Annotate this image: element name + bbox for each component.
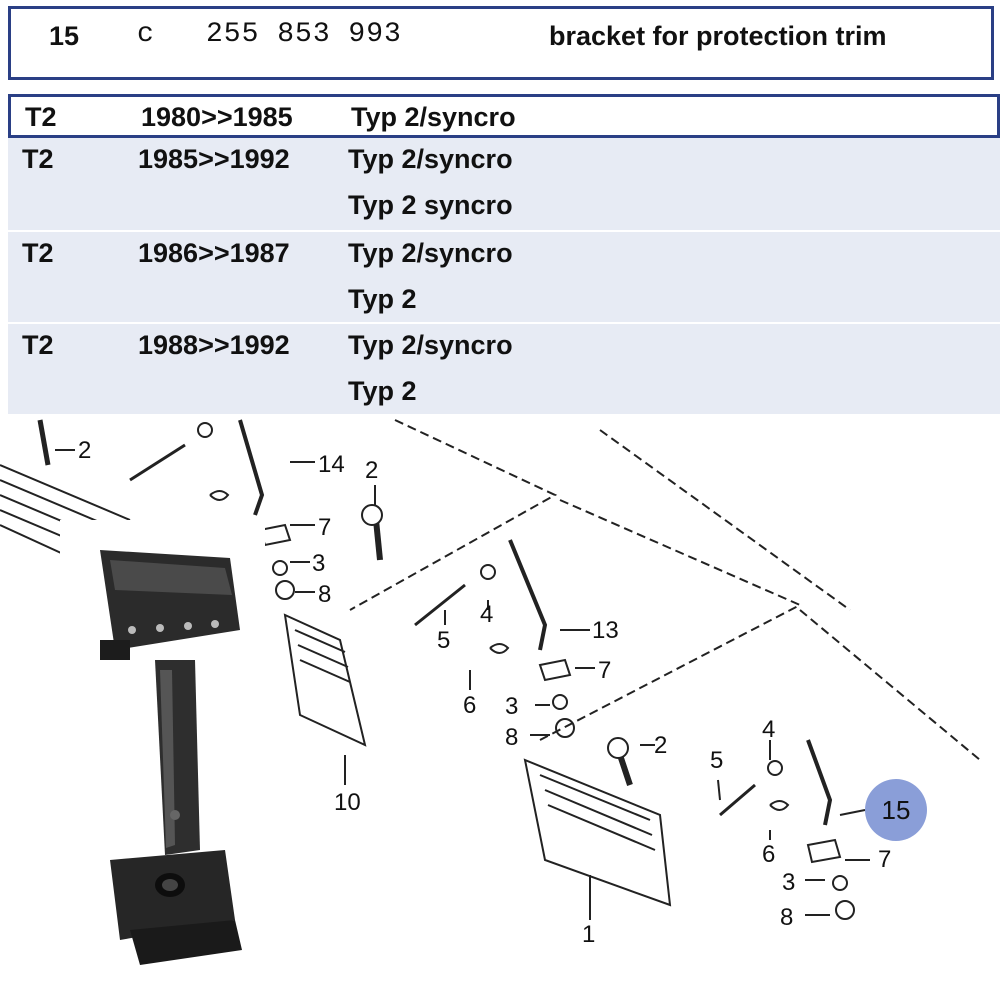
callout-14: 14 <box>318 451 345 478</box>
callout-3: 3 <box>505 693 518 720</box>
table-row[interactable]: T2 1985>>1992 Typ 2/syncro Typ 2 syncro <box>8 138 1000 232</box>
callout-10: 10 <box>334 789 361 816</box>
years-cell: 1980>>1985 <box>141 102 293 132</box>
callout-7: 7 <box>598 657 611 684</box>
callout-5: 5 <box>710 747 723 774</box>
callout-8: 8 <box>505 724 518 751</box>
trim-panel-10 <box>283 613 367 747</box>
years-cell: 1988>>1992 <box>138 330 290 360</box>
bracket-photo <box>60 520 265 980</box>
exploded-parts-diagram: 2 14 2 7 3 8 13 4 5 7 6 3 8 2 10 4 5 6 7… <box>0 419 981 948</box>
callout-6: 6 <box>762 841 775 868</box>
item-number: 15 <box>49 21 80 51</box>
type-cell: Typ 2/syncro <box>351 102 516 132</box>
bracket-14 <box>238 419 265 516</box>
bracket-15 <box>806 739 833 826</box>
type-cell: Typ 2 <box>348 284 417 314</box>
applicability-table: T2 1980>>1985 Typ 2/syncro T2 1985>>1992… <box>8 94 1000 416</box>
part-flag: c <box>137 19 154 50</box>
table-row[interactable]: T2 1980>>1985 Typ 2/syncro <box>8 94 1000 138</box>
callout-4: 4 <box>762 716 775 743</box>
part-number: 255 853 993 <box>206 19 402 50</box>
callout-2: 2 <box>654 732 667 759</box>
table-row[interactable]: T2 1986>>1987 Typ 2/syncro Typ 2 <box>8 232 1000 324</box>
callout-3: 3 <box>782 869 795 896</box>
bracket-image <box>100 550 242 965</box>
type-cell: Typ 2 <box>348 376 417 406</box>
table-row[interactable]: T2 1988>>1992 Typ 2/syncro Typ 2 <box>8 324 1000 416</box>
model-cell: T2 <box>22 144 54 174</box>
part-header: 15 c 255 853 993 bracket for protection … <box>8 6 994 80</box>
callout-6: 6 <box>463 692 476 719</box>
years-cell: 1986>>1987 <box>138 238 290 268</box>
panel-outline <box>349 419 558 611</box>
callout-5: 5 <box>437 627 450 654</box>
callout-2: 2 <box>365 457 378 484</box>
type-cell: Typ 2/syncro <box>348 144 513 174</box>
callout-1: 1 <box>582 921 595 948</box>
callout-4: 4 <box>480 601 493 628</box>
highlighted-callout-15[interactable]: 15 <box>865 779 927 841</box>
callout-13: 13 <box>592 617 619 644</box>
bracket-13 <box>508 539 548 651</box>
callout-8: 8 <box>780 904 793 931</box>
callout-3: 3 <box>312 550 325 577</box>
model-cell: T2 <box>25 102 57 132</box>
model-cell: T2 <box>22 238 54 268</box>
callout-7: 7 <box>878 846 891 873</box>
callout-7: 7 <box>318 514 331 541</box>
part-description: bracket for protection trim <box>549 21 887 51</box>
type-cell: Typ 2/syncro <box>348 330 513 360</box>
type-cell: Typ 2 syncro <box>348 190 513 220</box>
model-cell: T2 <box>22 330 54 360</box>
type-cell: Typ 2/syncro <box>348 238 513 268</box>
years-cell: 1985>>1992 <box>138 144 290 174</box>
callout-8: 8 <box>318 581 331 608</box>
callout-2: 2 <box>78 437 91 464</box>
